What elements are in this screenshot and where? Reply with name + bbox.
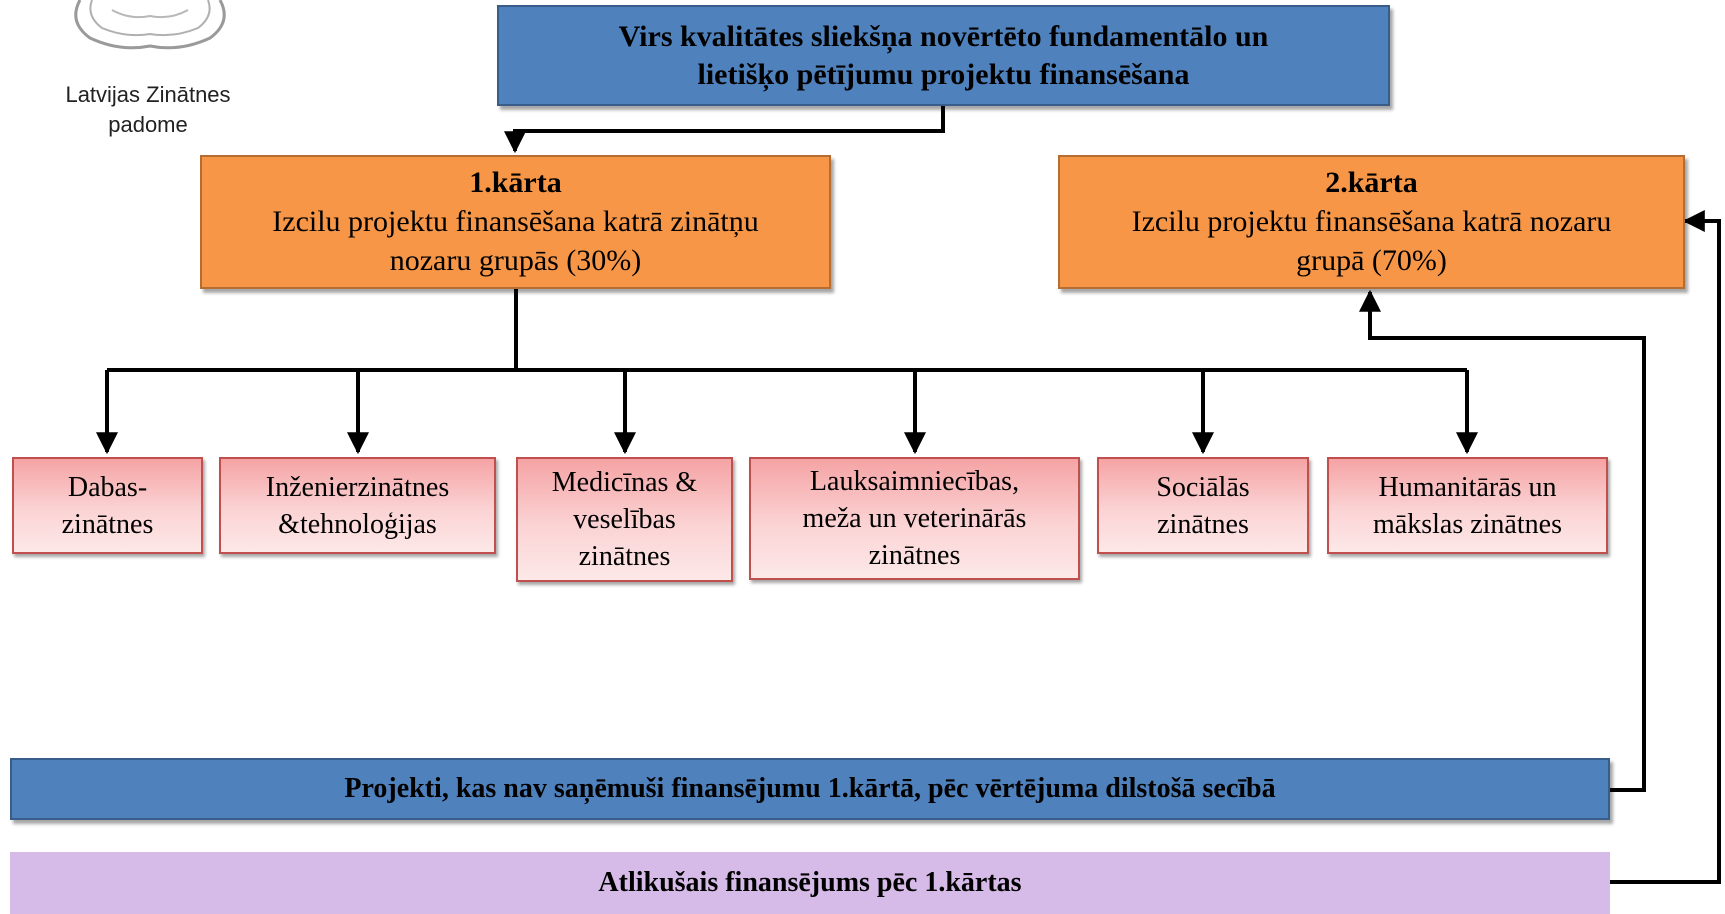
org-name-line2: padome <box>108 112 188 137</box>
field-line: Inženierzinātnes <box>265 471 450 503</box>
field-line: zinātnes <box>61 508 154 540</box>
field-line: Medicīnas & <box>551 467 698 498</box>
field-box-natural-sciences: Dabas- zinātnes <box>12 457 203 554</box>
field-line: Dabas- <box>67 471 148 503</box>
field-box-humanities: Humanitārās un mākslas zinātnes <box>1327 457 1608 554</box>
top-funding-box: Virs kvalitātes sliekšņa novērtēto funda… <box>497 5 1390 106</box>
remaining-funding-banner: Atlikušais finansējums pēc 1.kārtas <box>10 852 1610 914</box>
round2-title: 2.kārta <box>1325 166 1418 199</box>
field-box-agriculture: Lauksaimniecības, meža un veterinārās zi… <box>749 457 1080 580</box>
coat-of-arms-icon <box>74 0 226 50</box>
field-line: mākslas zinātnes <box>1373 508 1562 540</box>
field-line: meža un veterinārās <box>802 503 1027 534</box>
round1-box: 1.kārta Izcilu projektu finansēšana katr… <box>200 155 831 289</box>
field-box-medicine: Medicīnas & veselības zinātnes <box>516 457 733 582</box>
field-line: Lauksaimniecības, <box>809 466 1020 497</box>
round1-line2: nozaru grupās (30%) <box>389 244 642 277</box>
remaining-funding-label: Atlikušais finansējums pēc 1.kārtas <box>598 867 1022 898</box>
org-name-line1: Latvijas Zinātnes <box>65 82 231 107</box>
top-to-round1-arrow <box>504 106 945 154</box>
unfunded-to-round2-arrow <box>1359 289 1646 792</box>
remaining-to-round2-arrow <box>1610 210 1721 884</box>
top-funding-line1: Virs kvalitātes sliekšņa novērtēto funda… <box>618 19 1269 53</box>
field-line: Sociālās <box>1156 471 1250 503</box>
field-line: zinātnes <box>578 541 671 572</box>
round2-box: 2.kārta Izcilu projektu finansēšana katr… <box>1058 155 1685 289</box>
org-name: Latvijas Zinātnes padome <box>48 80 248 140</box>
round1-title: 1.kārta <box>469 166 562 199</box>
field-box-social-sciences: Sociālās zinātnes <box>1097 457 1309 554</box>
field-line: veselības <box>573 504 676 535</box>
top-funding-line2: lietišķo pētījumu projektu finansēšana <box>697 57 1190 91</box>
round1-line1: Izcilu projektu finansēšana katrā zinātņ… <box>272 205 759 238</box>
round2-line2: grupā (70%) <box>1296 244 1447 277</box>
unfunded-projects-label: Projekti, kas nav saņēmuši finansējumu 1… <box>344 773 1276 804</box>
field-line: &tehnoloģijas <box>278 508 437 540</box>
field-line: zinātnes <box>1157 508 1249 540</box>
field-line: Humanitārās un <box>1378 471 1557 503</box>
field-line: zinātnes <box>868 540 961 571</box>
field-box-engineering: Inženierzinātnes &tehnoloģijas <box>219 457 496 554</box>
round2-line1: Izcilu projektu finansēšana katrā nozaru <box>1131 205 1612 238</box>
unfunded-projects-banner: Projekti, kas nav saņēmuši finansējumu 1… <box>10 758 1610 820</box>
